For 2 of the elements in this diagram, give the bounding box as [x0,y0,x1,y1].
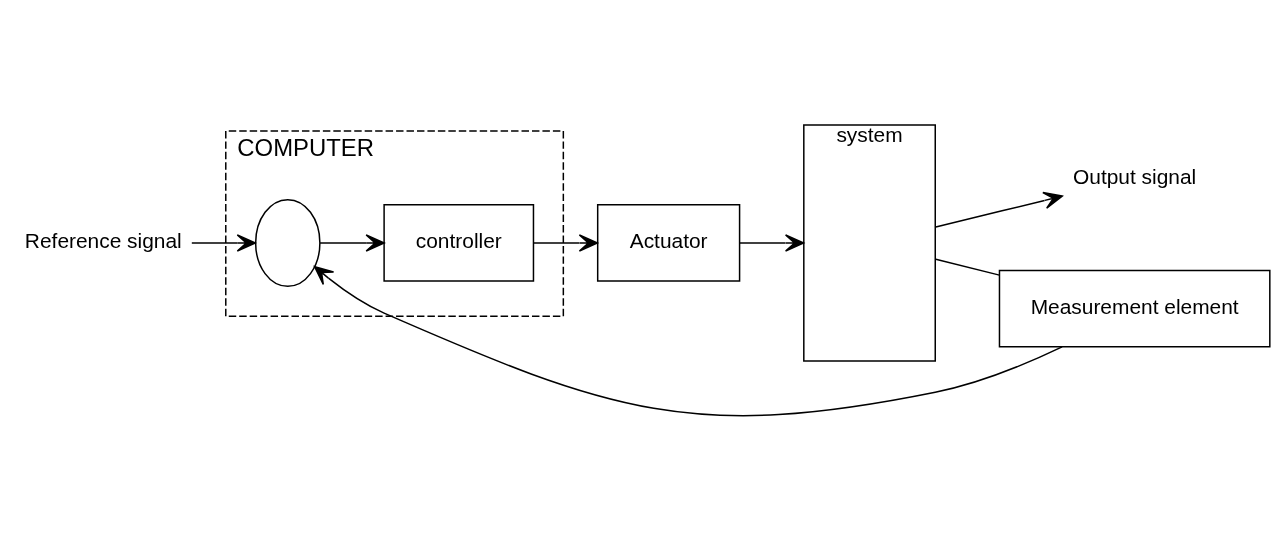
node-text: Output signal [1073,165,1197,189]
node-text: Reference signal [24,229,182,253]
